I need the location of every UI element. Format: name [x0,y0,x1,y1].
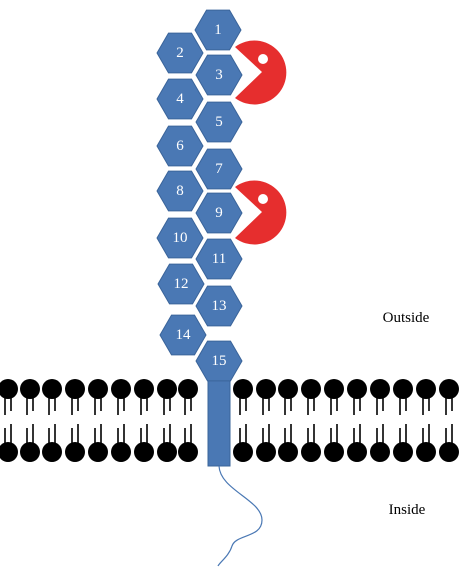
lipid-head [347,442,367,462]
domain-label: 13 [212,298,227,314]
domain-hexagon [195,101,243,143]
domain-hexagon [156,32,204,74]
lipid-head [324,442,344,462]
lipid-bilayer [0,379,459,462]
lipid-head [0,379,18,399]
cytoplasmic-tail [217,465,263,567]
domain-label: 11 [212,251,226,267]
lipid-head [157,379,177,399]
domain-14: 14 [159,314,207,356]
domain-13: 13 [195,285,243,327]
domain-hexagon [195,238,243,280]
lipid-head [134,379,154,399]
domain-1: 1 [194,9,242,51]
domain-15: 15 [195,340,243,382]
domain-5: 5 [195,101,243,143]
domain-7: 7 [195,148,243,190]
domain-hexagon [156,217,204,259]
inside-label: Inside [389,502,426,518]
domain-label: 8 [176,183,184,199]
lipid-head [111,379,131,399]
domain-10: 10 [156,217,204,259]
domain-hexagon [195,192,243,234]
lipid-head [439,379,459,399]
domain-label: 15 [212,353,227,369]
domain-11: 11 [195,238,243,280]
lipid-head [88,379,108,399]
lipid-head [178,442,198,462]
lipid-head [42,379,62,399]
domain-hexagon [195,340,243,382]
ligand-upper [235,40,287,105]
lipid-head [134,442,154,462]
lipid-head [233,442,253,462]
pacman-ligand-icon [235,40,287,105]
lipid-head [42,442,62,462]
lipid-head [65,379,85,399]
ligand-lower [235,180,287,245]
lipid-head [111,442,131,462]
lipid-head [370,379,390,399]
domain-hexagon [195,285,243,327]
domain-4: 4 [156,78,204,120]
lipid-head [370,442,390,462]
lipid-head [393,379,413,399]
lipid-head [301,442,321,462]
domain-label: 12 [174,276,189,292]
outside-label: Outside [383,310,430,326]
lipid-head [0,442,18,462]
domain-label: 1 [214,22,222,38]
domain-12: 12 [157,263,205,305]
domain-label: 2 [176,45,184,61]
domain-label: 14 [176,327,192,343]
ligand-eye [258,54,268,64]
lipid-head [324,379,344,399]
domain-hexagon [156,170,204,212]
domain-hexagon [159,314,207,356]
domain-label: 9 [215,205,223,221]
lipid-head [416,442,436,462]
domain-label: 4 [176,91,184,107]
lipid-head [65,442,85,462]
domain-hexagon [156,78,204,120]
lipid-head [88,442,108,462]
domain-9: 9 [195,192,243,234]
lipid-head [416,379,436,399]
domain-6: 6 [156,125,204,167]
domain-label: 7 [215,161,223,177]
transmembrane-stalk [207,375,231,467]
domain-hexagon [195,148,243,190]
domain-8: 8 [156,170,204,212]
domain-hexagon [157,263,205,305]
domain-hexagon [194,9,242,51]
lipid-head [347,379,367,399]
lipid-head [278,379,298,399]
lipid-head [301,379,321,399]
lipid-head [393,442,413,462]
pacman-ligand-icon [235,180,287,245]
lipid-head [278,442,298,462]
lipid-head [20,442,40,462]
lipid-head [20,379,40,399]
lipid-head [256,442,276,462]
domain-label: 10 [173,230,188,246]
lipid-head [233,379,253,399]
domain-label: 6 [176,138,184,154]
domain-hexagon [156,125,204,167]
domain-label: 5 [215,114,223,130]
lipid-head [439,442,459,462]
lipid-head [256,379,276,399]
domain-2: 2 [156,32,204,74]
lipid-head [178,379,198,399]
domain-3: 3 [195,54,243,96]
ligand-eye [258,194,268,204]
domain-label: 3 [215,67,223,83]
lipid-head [157,442,177,462]
domain-hexagon [195,54,243,96]
